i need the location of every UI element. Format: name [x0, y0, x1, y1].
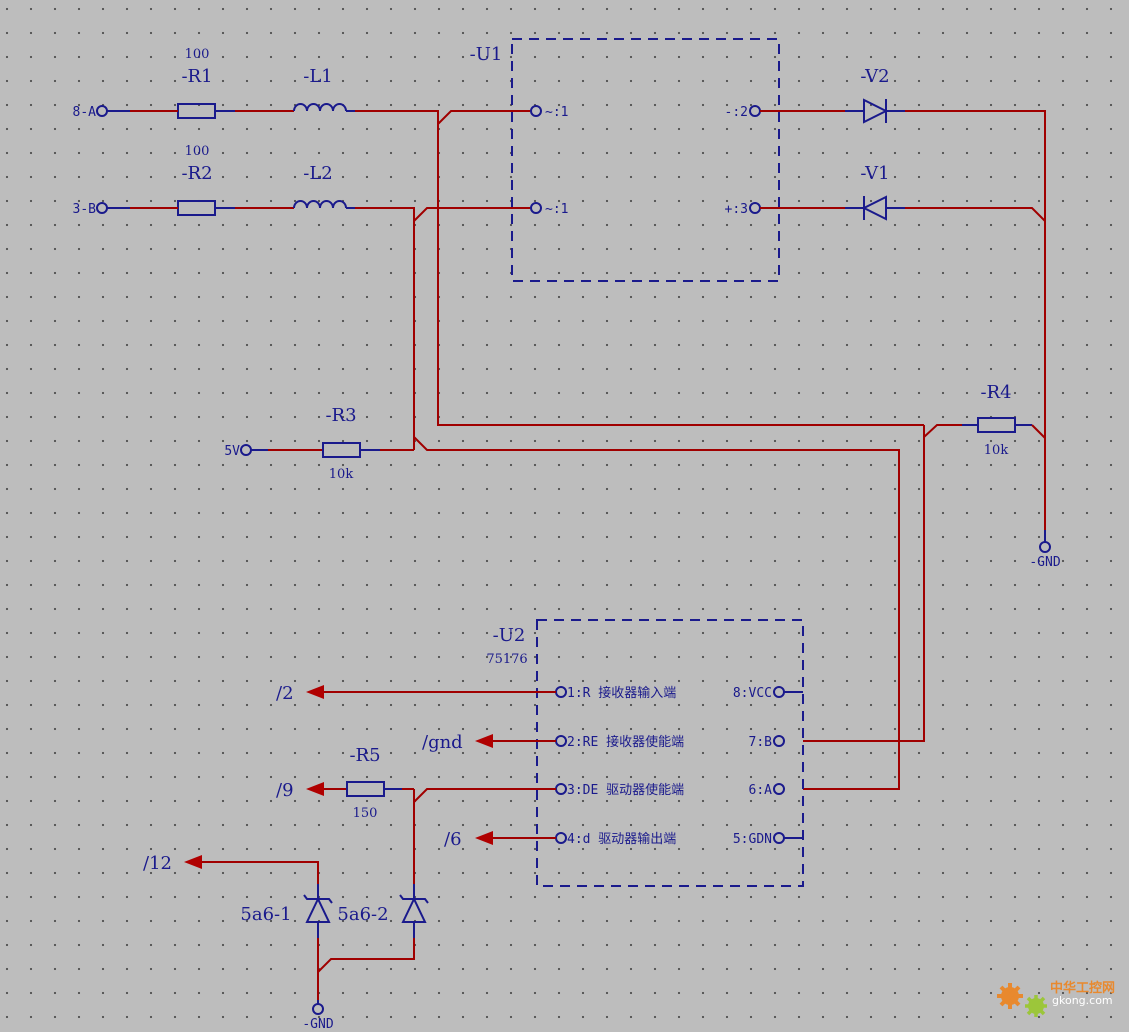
- wire-a-trunk: [355, 110, 924, 426]
- signal-6[interactable]: /6: [444, 829, 556, 850]
- r3-value: 10k: [329, 467, 354, 482]
- terminal-b-label: 3-B: [73, 202, 97, 217]
- wire-b-to-u1: [413, 207, 530, 222]
- resistor-r1[interactable]: 100 -R1: [107, 47, 235, 119]
- signal-gnd[interactable]: /gnd: [422, 732, 556, 753]
- watermark-cn: 中华工控网: [1050, 980, 1115, 996]
- gnd-terminal-bottom[interactable]: -GND: [302, 1003, 334, 1032]
- r1-value: 100: [185, 47, 210, 62]
- signal-9[interactable]: /9: [276, 780, 347, 801]
- u2-pin-3: 3:DE 驱动器使能端: [567, 782, 684, 798]
- r5-value: 150: [353, 806, 378, 821]
- wire-a-to-u2-b: [803, 425, 925, 742]
- gnd-right-label: -GND: [1029, 555, 1060, 570]
- inductor-l1[interactable]: -L1: [293, 66, 355, 112]
- wire-b-trunk: [355, 207, 415, 450]
- zener-5a6-1[interactable]: 5a6-1: [240, 884, 333, 938]
- u1-pin-1b: ~:1: [545, 202, 568, 217]
- l2-ref: -L2: [303, 163, 333, 184]
- diode-v1[interactable]: -V1: [845, 163, 905, 221]
- signal-2[interactable]: /2: [276, 683, 556, 704]
- wire: [1031, 424, 1046, 439]
- wire-de-to-u2: [413, 788, 556, 803]
- signal-6-label: /6: [444, 829, 462, 850]
- zener-5a6-2[interactable]: 5a6-2: [337, 884, 429, 938]
- wire-v1-to-bus: [905, 207, 1046, 222]
- signal-gnd-label: /gnd: [422, 732, 463, 753]
- u1-bridge[interactable]: -U1 ~:1 ~:1 -:2 +:3: [470, 38, 780, 282]
- wire-a-to-u1: [437, 110, 530, 125]
- input-terminal-b[interactable]: 3-B: [73, 202, 108, 217]
- z1-ref: 5a6-1: [240, 904, 291, 925]
- u2-pin-2: 2:RE 接收器使能端: [567, 734, 684, 750]
- r1-ref: -R1: [181, 66, 212, 87]
- wire-right-bus: [905, 110, 1046, 530]
- resistor-r5[interactable]: -R5 150: [346, 745, 402, 821]
- u2-part: 75176: [486, 652, 527, 667]
- r4-ref: -R4: [980, 382, 1011, 403]
- signal-9-label: /9: [276, 780, 294, 801]
- u2-pin-5: 5:GDN: [733, 832, 772, 847]
- resistor-r2[interactable]: 100 -R2: [107, 144, 235, 216]
- u2-transceiver[interactable]: -U2 75176 1:R 接收器输入端 2:RE 接收器使能端 3:DE 驱动…: [486, 619, 804, 887]
- u1-pin-1a: ~:1: [545, 105, 568, 120]
- terminal-5v-label: 5V: [224, 444, 240, 459]
- wire-b-to-u2-a: [413, 436, 900, 790]
- wire: [923, 424, 962, 438]
- watermark-url: gkong.com: [1052, 994, 1113, 1007]
- diode-v2[interactable]: -V2: [845, 66, 905, 124]
- l1-ref: -L1: [303, 66, 333, 87]
- u1-pin-3: +:3: [725, 202, 748, 217]
- watermark-logo: 中华工控网 gkong.com: [997, 980, 1115, 1017]
- u2-pin-8: 8:VCC: [733, 686, 772, 701]
- r2-ref: -R2: [181, 163, 212, 184]
- gnd-terminal-right[interactable]: -GND: [1029, 541, 1061, 570]
- z2-ref: 5a6-2: [337, 904, 388, 925]
- u2-ref: -U2: [493, 625, 526, 646]
- r3-ref: -R3: [325, 405, 356, 426]
- gear-icon-small: [1025, 995, 1047, 1017]
- u1-pin-2: -:2: [725, 105, 748, 120]
- input-terminal-5v[interactable]: 5V: [224, 444, 252, 459]
- gnd-bottom-label: -GND: [302, 1017, 333, 1032]
- r2-value: 100: [185, 144, 210, 159]
- r5-ref: -R5: [349, 745, 380, 766]
- inductor-l2[interactable]: -L2: [293, 163, 355, 209]
- u2-pin-4: 4:d 驱动器输出端: [567, 831, 676, 847]
- terminal-a-label: 8-A: [73, 105, 97, 120]
- u2-pin-7: 7:B: [749, 735, 773, 750]
- resistor-r3[interactable]: -R3 10k: [251, 405, 414, 482]
- u2-pin-1: 1:R 接收器输入端: [567, 685, 676, 701]
- wire-z2-to-gnd: [317, 938, 415, 973]
- input-terminal-a[interactable]: 8-A: [73, 105, 108, 120]
- signal-2-label: /2: [276, 683, 294, 704]
- gear-icon: [997, 983, 1023, 1009]
- signal-12[interactable]: /12: [143, 853, 319, 884]
- u2-pin-6: 6:A: [749, 783, 773, 798]
- v2-ref: -V2: [860, 66, 889, 87]
- r4-value: 10k: [984, 443, 1009, 458]
- v1-ref: -V1: [860, 163, 889, 184]
- signal-12-label: /12: [143, 853, 172, 874]
- u1-ref: -U1: [470, 44, 503, 65]
- resistor-r4[interactable]: -R4 10k: [962, 382, 1032, 458]
